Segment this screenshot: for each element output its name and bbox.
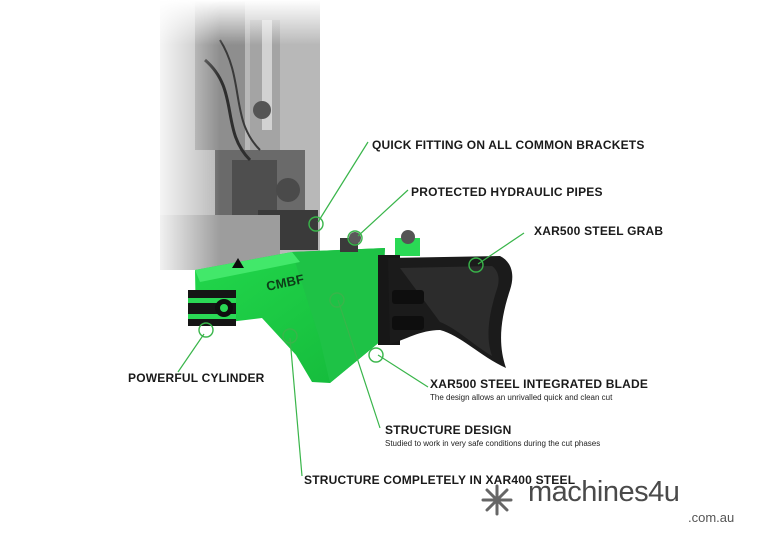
marker-steel-grab — [468, 257, 484, 273]
callout-steel: STRUCTURE COMPLETELY IN XAR400 STEEL — [304, 473, 576, 487]
felling-head-body — [188, 230, 420, 383]
marker-cylinder — [198, 322, 214, 338]
callout-markers — [198, 216, 484, 363]
marker-blade — [368, 347, 384, 363]
callout-hydraulic-pipes: PROTECTED HYDRAULIC PIPES — [411, 185, 603, 199]
callout-cylinder: POWERFUL CYLINDER — [128, 371, 265, 385]
callout-quick-fitting: QUICK FITTING ON ALL COMMON BRACKETS — [372, 138, 645, 152]
machines4u-logo-icon — [481, 484, 513, 516]
callout-blade: XAR500 STEEL INTEGRATED BLADE — [430, 377, 649, 391]
marker-steel — [282, 328, 298, 344]
leader-lines — [177, 141, 525, 477]
callout-blade-description: The design allows an unrivalled quick an… — [430, 393, 613, 402]
watermark-name: machines4u — [528, 476, 680, 508]
marker-quick-fitting — [308, 216, 324, 232]
callout-structure-description: Studied to work in very safe conditions … — [385, 439, 601, 448]
steel-grab — [388, 256, 513, 368]
callout-structure: STRUCTURE DESIGN — [385, 423, 512, 437]
callout-steel-grab: XAR500 STEEL GRAB — [534, 224, 664, 238]
marker-hydraulic-pipes — [347, 230, 363, 246]
watermark-domain: .com.au — [688, 510, 735, 525]
marker-structure — [329, 292, 345, 308]
excavator-arm — [150, 0, 330, 280]
